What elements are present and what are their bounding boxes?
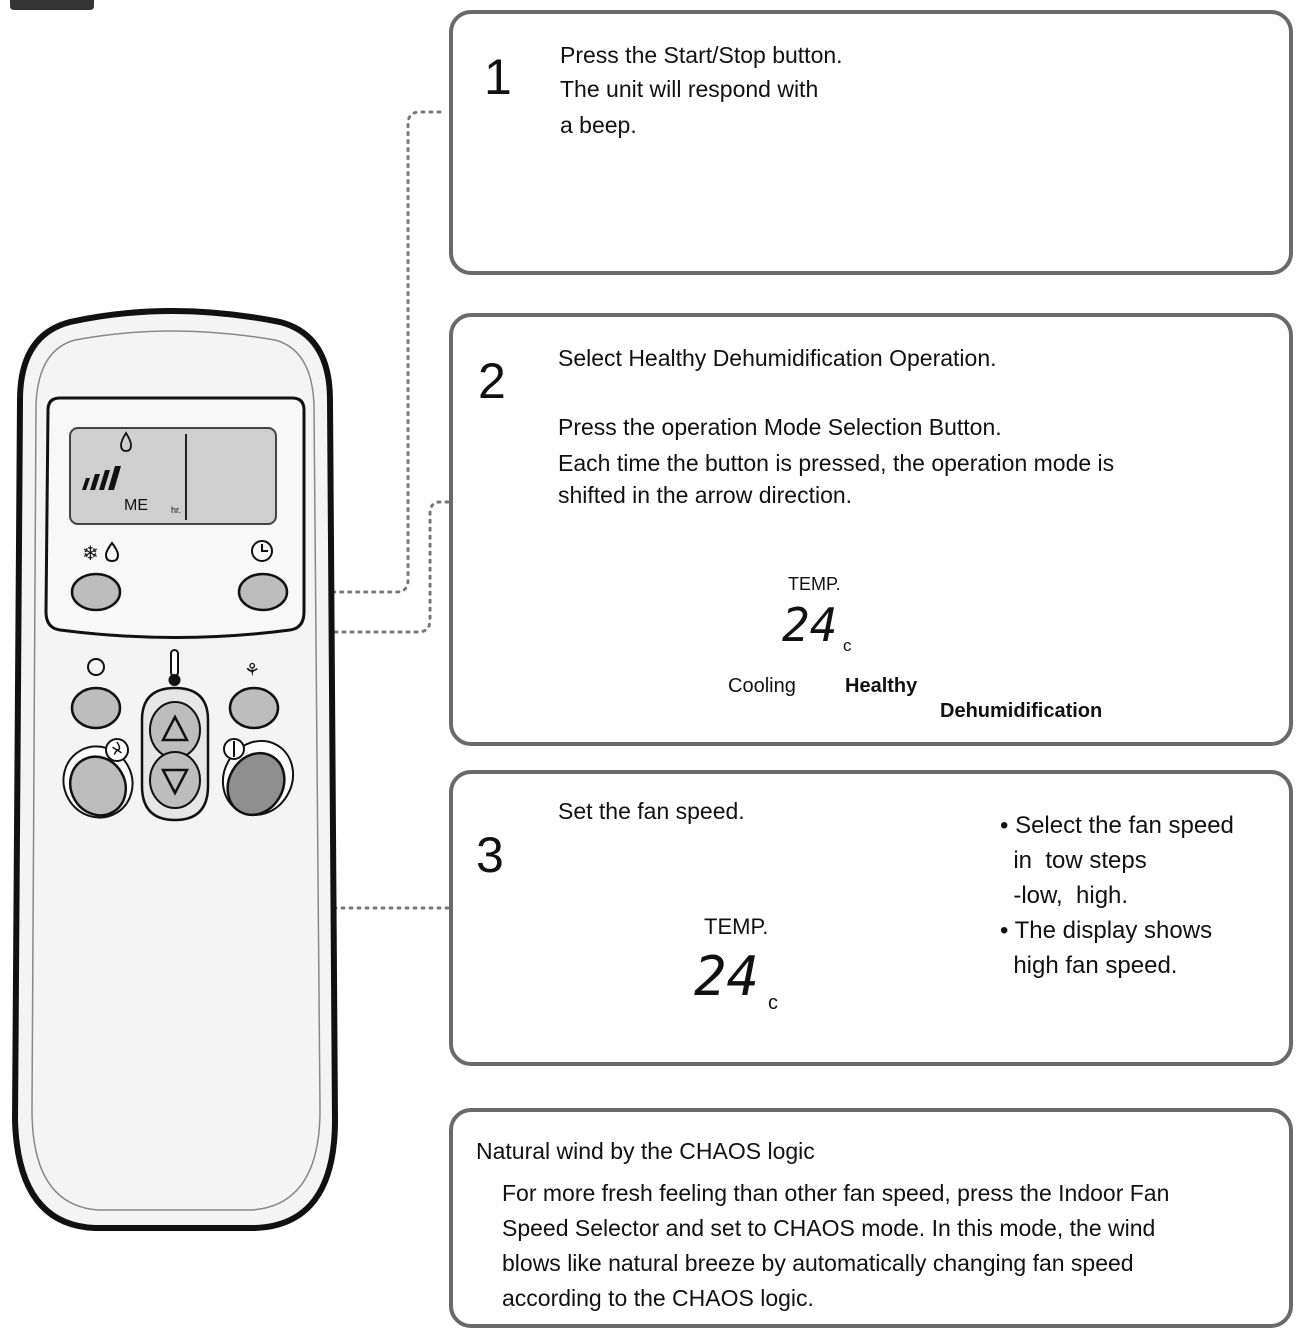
step2-line-3: shifted in the arrow direction.: [558, 482, 853, 508]
label-healthy: Healthy: [845, 675, 918, 697]
step3-box: [449, 770, 1293, 1066]
step1-box: [449, 10, 1293, 275]
timer-icon: [251, 540, 273, 562]
step3-temp-unit: c: [768, 992, 778, 1014]
cooling-temp-label: TEMP.: [788, 574, 841, 594]
remote-display-hr: hr.: [171, 505, 182, 515]
note-box: [449, 1108, 1293, 1328]
connector-to-step1: [288, 110, 442, 594]
step3-bullet-2: in tow steps: [1000, 847, 1147, 874]
step3-temp-label: TEMP.: [704, 914, 769, 939]
step1-line-2: The unit will respond with: [560, 76, 819, 102]
step2-box: [449, 313, 1293, 746]
snowflake-icon: ❄: [82, 541, 99, 565]
cooling-temp-value: 24: [782, 598, 838, 652]
step1-line-3: a beep.: [560, 112, 637, 138]
thermometer-icon: [170, 649, 179, 677]
step3-temp-value: 24: [694, 945, 760, 1008]
step3-title: Set the fan speed.: [558, 798, 745, 824]
step3-bullet-5: high fan speed.: [1000, 952, 1178, 979]
step3-bullet-3: -low, high.: [1000, 882, 1129, 909]
step2-number: 2: [478, 353, 506, 409]
temp-down-icon: [160, 768, 190, 796]
health-icon: ⚘: [244, 660, 260, 681]
label-cooling: Cooling: [728, 675, 796, 697]
step1-line-1: Press the Start/Stop button.: [560, 42, 843, 68]
step3-number: 3: [476, 827, 504, 883]
note-line-2: Speed Selector and set to CHAOS mode. In…: [502, 1215, 1156, 1241]
note-line-3: blows like natural breeze by automatical…: [502, 1250, 1134, 1276]
note-line-1: For more fresh feeling than other fan sp…: [502, 1180, 1170, 1206]
step2-title: Select Healthy Dehumidification Operatio…: [558, 345, 997, 371]
label-dehumidification: Dehumidification: [940, 700, 1103, 722]
page-corner-tab: [10, 0, 94, 10]
remote-control: ❄ ⚘: [11, 308, 339, 1231]
drop-icon: [104, 541, 120, 563]
note-title: Natural wind by the CHAOS logic: [476, 1138, 815, 1164]
note-line-4: according to the CHAOS logic.: [502, 1285, 814, 1311]
swing-icon: [87, 658, 105, 676]
step2-line-1: Press the operation Mode Selection Butto…: [558, 414, 1002, 440]
step3-bullets: • Select the fan speed in tow steps -low…: [1000, 808, 1234, 983]
step3-bullet-4: • The display shows: [1000, 917, 1213, 944]
step3-bullet-1: • Select the fan speed: [1000, 812, 1234, 839]
step1-number: 1: [484, 49, 512, 105]
cooling-temp-unit: c: [843, 636, 852, 655]
temp-up-icon: [160, 714, 190, 742]
note-body: For more fresh feeling than other fan sp…: [502, 1176, 1272, 1316]
step2-line-2: Each time the button is pressed, the ope…: [558, 450, 1115, 476]
remote-display-mode: ME: [124, 497, 148, 514]
